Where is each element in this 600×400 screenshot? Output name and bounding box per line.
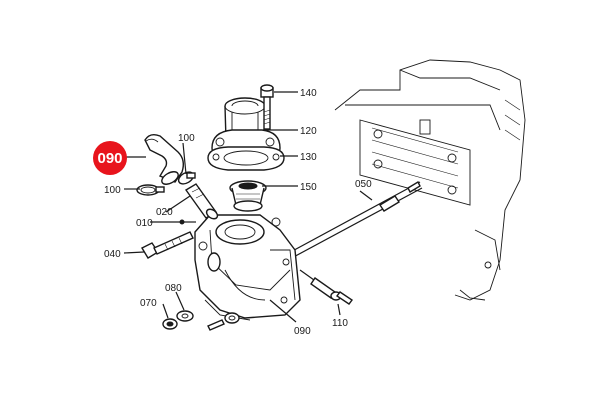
label-100-left: 100 (104, 185, 121, 196)
bolt-040 (141, 231, 194, 259)
label-040: 040 (104, 249, 121, 260)
label-050: 050 (355, 179, 372, 190)
sensor-110 (299, 269, 354, 305)
bolt-010 (179, 219, 196, 225)
label-130: 130 (300, 152, 317, 163)
label-020: 020 (156, 207, 173, 218)
label-010: 010 (136, 218, 153, 229)
hose-clamp-100-top (177, 171, 196, 185)
thermostat-150 (229, 180, 267, 212)
label-070: 070 (140, 298, 157, 309)
fittings-bottom (207, 312, 240, 331)
highlight-badge-circle (93, 141, 127, 175)
leader-lines (123, 91, 373, 323)
pipe-020 (184, 183, 219, 220)
label-090-bottom: 090 (294, 326, 311, 337)
rod-050 (284, 181, 423, 261)
highlight-badge-090[interactable]: 090 (93, 141, 127, 175)
washer-080 (176, 310, 194, 322)
bolt-140 (260, 84, 274, 130)
thermostat-housing (194, 214, 301, 321)
highlight-badge-label: 090 (97, 150, 122, 167)
hose-clamp-100-left (136, 184, 165, 196)
label-140: 140 (300, 88, 317, 99)
label-150: 150 (300, 182, 317, 193)
label-080: 080 (165, 283, 182, 294)
label-110: 110 (332, 318, 348, 329)
hose-elbow-090 (144, 133, 185, 185)
engine-block (334, 59, 526, 301)
label-100-top: 100 (178, 133, 195, 144)
gasket-130 (207, 146, 285, 171)
nut-070 (162, 318, 178, 330)
label-120: 120 (300, 126, 317, 137)
